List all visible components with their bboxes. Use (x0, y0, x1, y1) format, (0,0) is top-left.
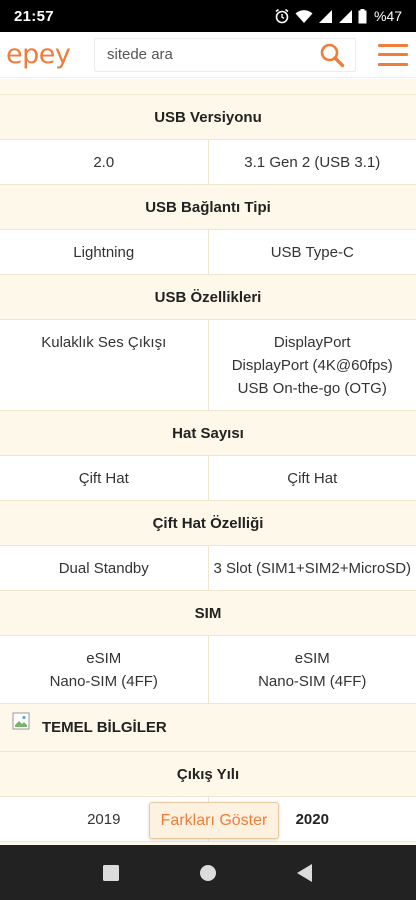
spec-value: Dual Standby (58, 560, 149, 577)
spec-row: Dual Standby 3 Slot (SIM1+SIM2+MicroSD) (0, 546, 416, 591)
spec-header: SIM (0, 591, 416, 636)
epey-logo[interactable]: epey (6, 39, 71, 70)
spec-header: USB Versiyonu (0, 95, 416, 140)
spec-cell-right: 3.1 Gen 2 (USB 3.1) (207, 140, 416, 184)
spec-value: DisplayPort (273, 334, 351, 351)
spec-row: eSIM Nano-SIM (4FF) eSIM Nano-SIM (4FF) (0, 636, 416, 704)
signal-icon (318, 9, 332, 23)
alarm-icon (275, 8, 289, 24)
comparison-content: USB Versiyonu 2.0 3.1 Gen 2 (USB 3.1) USB B… (0, 79, 416, 845)
spec-value: Çift Hat (287, 470, 338, 487)
section-title-text: TEMEL BİLGİLER (42, 719, 167, 736)
spec-value: USB Type-C (270, 244, 354, 261)
status-bar: 21:57 %47 (0, 0, 416, 32)
spec-list: USB Versiyonu 2.0 3.1 Gen 2 (USB 3.1) USB B… (0, 95, 416, 704)
spec-row: Lightning USB Type-C (0, 230, 416, 275)
android-nav-bar (0, 845, 416, 900)
spec-value: 3 Slot (SIM1+SIM2+MicroSD) (213, 560, 412, 577)
search-box (94, 37, 356, 72)
spec-header: Hat Sayısı (0, 411, 416, 456)
spec-value: DisplayPort (4K@60fps) (231, 357, 393, 374)
spec-value: eSIM (294, 650, 330, 667)
spec-row: 2.0 3.1 Gen 2 (USB 3.1) (0, 140, 416, 185)
spec-cell-right: Çift Hat (207, 456, 416, 500)
home-button[interactable] (188, 853, 228, 893)
spec-header: Çift Hat Özelliği (0, 501, 416, 546)
show-differences-button[interactable]: Farkları Göster (149, 802, 279, 839)
hamburger-menu-icon[interactable] (378, 43, 408, 66)
recent-apps-button[interactable] (91, 853, 131, 893)
circle-icon (199, 864, 216, 881)
spec-cell-left: Lightning (0, 230, 208, 274)
spec-cell-right: eSIM Nano-SIM (4FF) (207, 636, 416, 703)
wifi-icon (295, 9, 313, 23)
spec-header: USB Özellikleri (0, 275, 416, 320)
spec-cell-left: Çift Hat (0, 456, 208, 500)
spec-cell-right: 3 Slot (SIM1+SIM2+MicroSD) (207, 546, 416, 590)
triangle-back-icon (297, 863, 313, 882)
site-header: epey (0, 32, 416, 78)
spec-value: Nano-SIM (4FF) (49, 673, 158, 690)
spec-value: eSIM (86, 650, 122, 667)
spec-cell-left: Kulaklık Ses Çıkışı (0, 320, 208, 410)
spec-value-left: 2019 (87, 811, 121, 828)
battery-icon (358, 8, 367, 23)
spec-value: Kulaklık Ses Çıkışı (41, 334, 167, 351)
square-icon (102, 864, 119, 881)
spec-header: USB Bağlantı Tipi (0, 185, 416, 230)
section-title: TEMEL BİLGİLER (0, 704, 416, 752)
search-input[interactable] (107, 46, 319, 63)
spec-value: Lightning (73, 244, 135, 261)
spec-cell-left: 2.0 (0, 140, 208, 184)
signal-icon-2 (338, 9, 352, 23)
top-strip (0, 79, 416, 95)
spec-value: 2.0 (93, 154, 115, 171)
back-button[interactable] (285, 853, 325, 893)
battery-level: %47 (373, 8, 402, 24)
spec-value: Çift Hat (78, 470, 129, 487)
spec-header-release-year: Çıkış Yılı (0, 752, 416, 797)
spec-cell-right: USB Type-C (207, 230, 416, 274)
search-icon[interactable] (319, 42, 345, 68)
broken-image-icon (12, 712, 30, 729)
spec-cell-left: Dual Standby (0, 546, 208, 590)
spec-cell-left: eSIM Nano-SIM (4FF) (0, 636, 208, 703)
status-time: 21:57 (14, 7, 54, 25)
spec-value: USB On-the-go (OTG) (237, 380, 387, 397)
spec-row: Çift Hat Çift Hat (0, 456, 416, 501)
status-icons: %47 (274, 8, 402, 24)
spec-value: 3.1 Gen 2 (USB 3.1) (244, 154, 381, 171)
spec-value: Nano-SIM (4FF) (258, 673, 367, 690)
